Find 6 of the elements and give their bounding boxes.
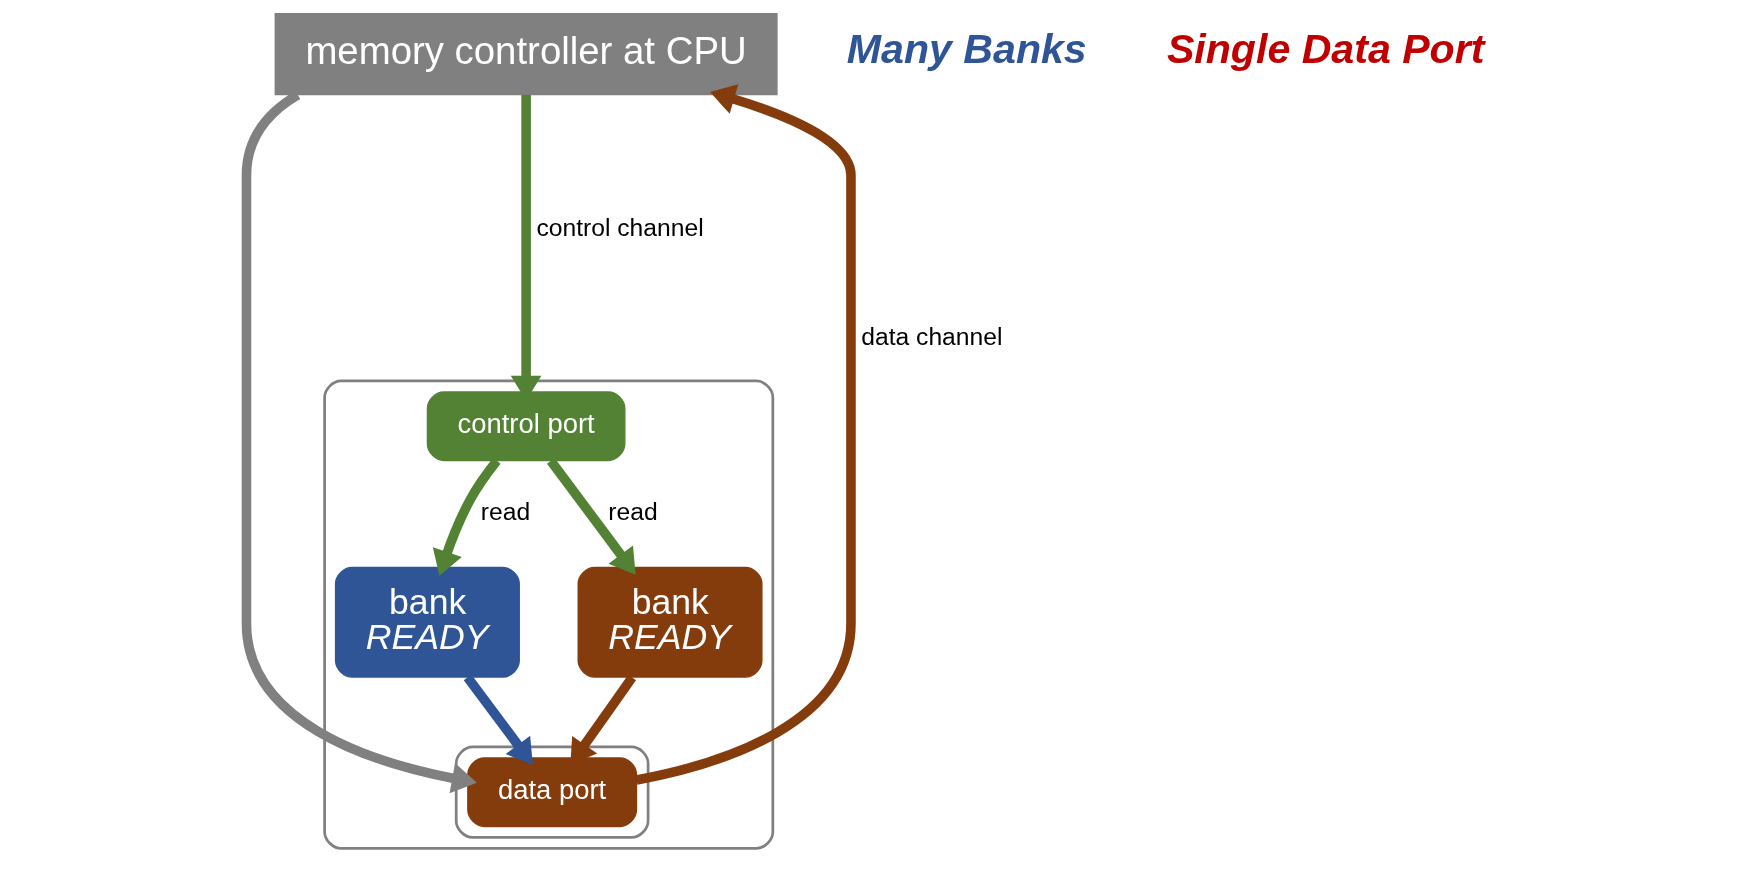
edge-label: read (607, 497, 658, 525)
edge-label: data channel (860, 322, 1002, 350)
edge-label: read (480, 497, 530, 525)
label: Single Data Port (1166, 25, 1484, 72)
label: Many Banks (846, 25, 1087, 72)
edge-label: control channel (535, 214, 704, 242)
